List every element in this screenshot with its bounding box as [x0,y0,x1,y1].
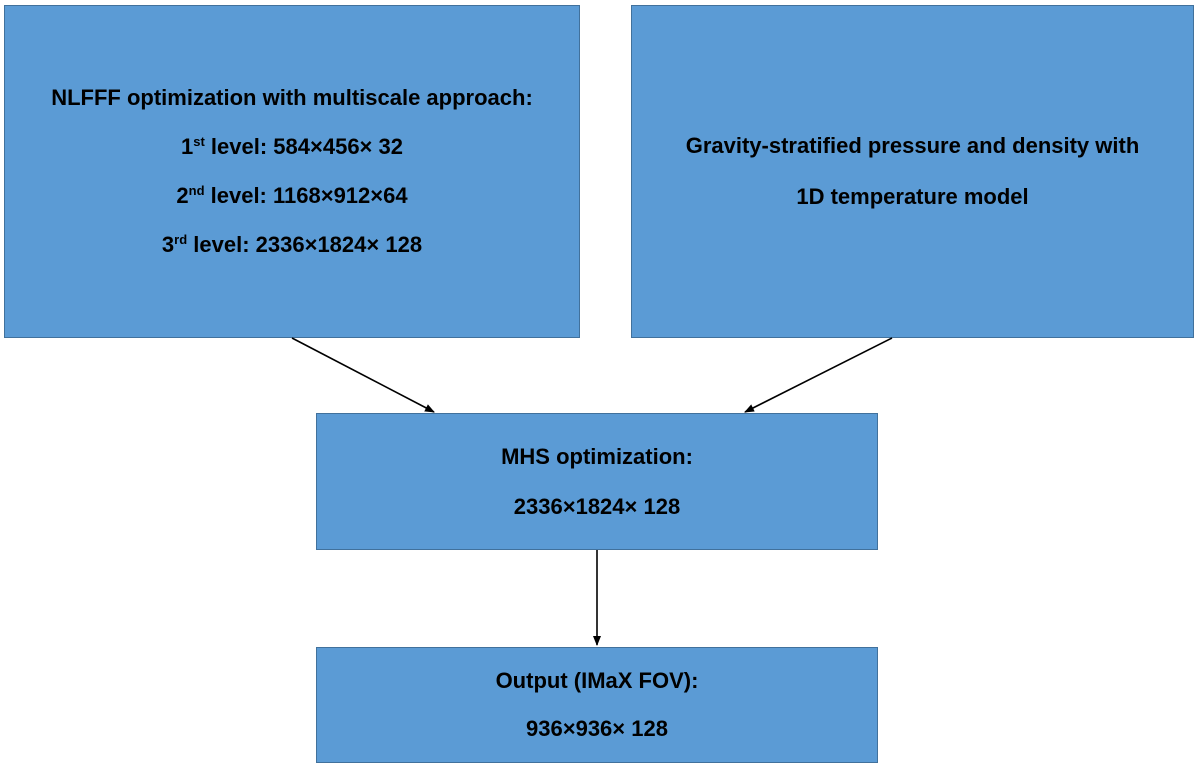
level-3-number: 3 [161,232,175,257]
mhs-size: 2336×1824× 128 [513,493,681,519]
level-3-ordinal: rd [174,232,188,247]
level-2-ordinal: nd [188,183,205,198]
level-1-text: level: 584×456× 32 [204,134,403,159]
output-size: 936×936× 128 [526,716,668,741]
gravity-line-1: Gravity-stratified pressure and density … [685,133,1140,158]
level-1-ordinal: st [193,134,205,149]
output-title: Output (IMaX FOV): [495,668,699,693]
level-2-number: 2 [176,183,189,208]
output-box: Output (IMaX FOV): 936×936× 128 [316,647,878,763]
nlfff-level-3: 3rd level: 2336×1824× 128 [162,232,422,258]
nlfff-level-2: 2nd level: 1168×912×64 [176,183,407,209]
gravity-stratified-box: Gravity-stratified pressure and density … [631,5,1194,338]
level-3-text: level: 2336×1824× 128 [187,232,423,257]
mhs-optimization-box: MHS optimization: 2336×1824× 128 [316,413,878,550]
nlfff-title: NLFFF optimization with multiscale appro… [51,85,533,110]
nlfff-level-1: 1st level: 584×456× 32 [181,134,403,160]
nlfff-optimization-box: NLFFF optimization with multiscale appro… [4,5,580,338]
arrow-nlfff-to-mhs [291,337,435,413]
arrow-gravity-to-mhs [744,337,893,413]
gravity-line-2: 1D temperature model [796,184,1029,209]
level-2-text: level: 1168×912×64 [204,183,408,208]
level-1-number: 1 [181,134,194,159]
mhs-title: MHS optimization: [501,443,693,469]
